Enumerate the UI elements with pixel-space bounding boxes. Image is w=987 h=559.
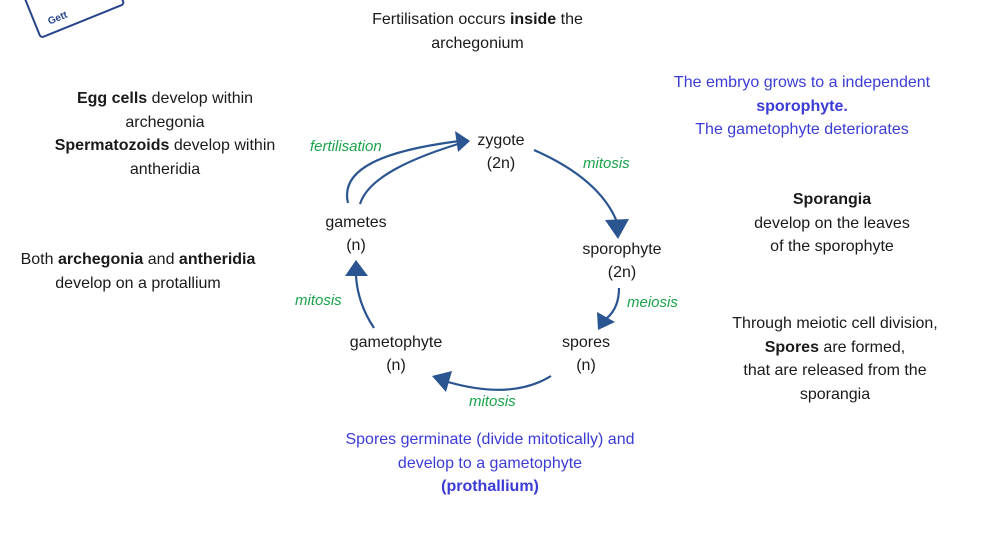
text: Through meiotic cell division, (732, 315, 938, 332)
text: the (556, 11, 583, 28)
text: The gametophyte deteriorates (695, 121, 909, 138)
note-meiotic-division: Through meiotic cell division, Spores ar… (710, 312, 960, 406)
text-bold: Spores (764, 338, 819, 356)
text: develop on the leaves (754, 214, 910, 232)
stage-gametophyte: gametophyte (n) (336, 331, 456, 377)
text-bold: inside (509, 11, 557, 28)
note-archegonia-antheridia: Both archegonia and antheridia develop o… (0, 248, 276, 295)
stage-gametes: gametes (n) (316, 211, 396, 257)
text: archegonium (431, 34, 524, 52)
arrow-meiosis (606, 287, 621, 319)
stage-sporophyte-name: sporophyte (582, 241, 662, 258)
arrow-fertilisation-outer (345, 138, 469, 204)
text: that are released from the (743, 362, 927, 379)
text: develop within (169, 137, 276, 154)
stage-spores: spores (n) (552, 331, 620, 377)
text: develop within (147, 90, 254, 107)
stage-zygote-name: zygote (477, 132, 525, 149)
arrow-fertilisation-inner (358, 139, 469, 205)
text: are formed, (818, 338, 906, 356)
text: Both (20, 251, 58, 268)
text-bold: sporophyte. (756, 97, 848, 115)
process-mitosis-2: mitosis (469, 393, 516, 410)
stage-gametes-name: gametes (325, 214, 387, 231)
text-bold: archegonia (57, 251, 144, 268)
process-mitosis-3: mitosis (295, 292, 342, 309)
text-bold: (prothallium) (441, 478, 539, 495)
arrow-mitosis-zygote-sporophyte (533, 148, 619, 223)
text: Fertilisation occurs (372, 11, 510, 28)
process-fertilisation: fertilisation (310, 138, 382, 155)
note-fertilisation: Fertilisation occurs inside the archegon… (330, 8, 625, 55)
text: develop on a protallium (55, 274, 221, 292)
text-bold: Egg cells (76, 90, 148, 107)
arrowhead-sporophyte (605, 219, 629, 239)
note-egg-cells: Egg cells develop within archegonia Sper… (20, 87, 310, 181)
text: Spores germinate (divide mitotically) an… (345, 431, 635, 448)
stage-zygote: zygote (2n) (466, 129, 536, 175)
text-bold: antheridia (178, 251, 256, 268)
stage-zygote-ploidy: (2n) (486, 155, 516, 172)
arrowhead-zygote (455, 131, 470, 152)
stage-gametes-ploidy: (n) (346, 237, 366, 254)
stage-gametophyte-ploidy: (n) (386, 357, 406, 374)
process-meiosis: meiosis (627, 294, 678, 311)
text: archegonia (125, 113, 205, 131)
stage-spores-name: spores (561, 334, 611, 351)
text: The embryo grows to a independent (673, 74, 931, 91)
text-bold: Sporangia (792, 191, 872, 208)
arrowhead-spores (597, 312, 615, 330)
note-sporangia: Sporangia develop on the leaves of the s… (728, 188, 936, 259)
text: and (143, 251, 179, 268)
text-bold: Spermatozoids (54, 137, 170, 154)
note-spores-germinate: Spores germinate (divide mitotically) an… (310, 428, 670, 499)
arrowhead-gametophyte (432, 371, 452, 392)
arrow-mitosis-spores-gametophyte (447, 375, 552, 391)
stage-sporophyte-ploidy: (2n) (607, 264, 637, 281)
text: develop to a gametophyte (397, 454, 583, 472)
text: antheridia (129, 160, 201, 178)
text: of the sporophyte (770, 238, 894, 255)
arrow-mitosis-gametophyte-gametes (354, 275, 375, 329)
stage-gametophyte-name: gametophyte (349, 334, 443, 351)
note-embryo: The embryo grows to a independent sporop… (648, 71, 956, 142)
text: sporangia (799, 385, 871, 403)
stage-sporophyte: sporophyte (2n) (568, 238, 676, 284)
arrowhead-gametes (345, 260, 368, 276)
stage-spores-ploidy: (n) (576, 357, 596, 374)
process-mitosis-1: mitosis (583, 155, 630, 172)
